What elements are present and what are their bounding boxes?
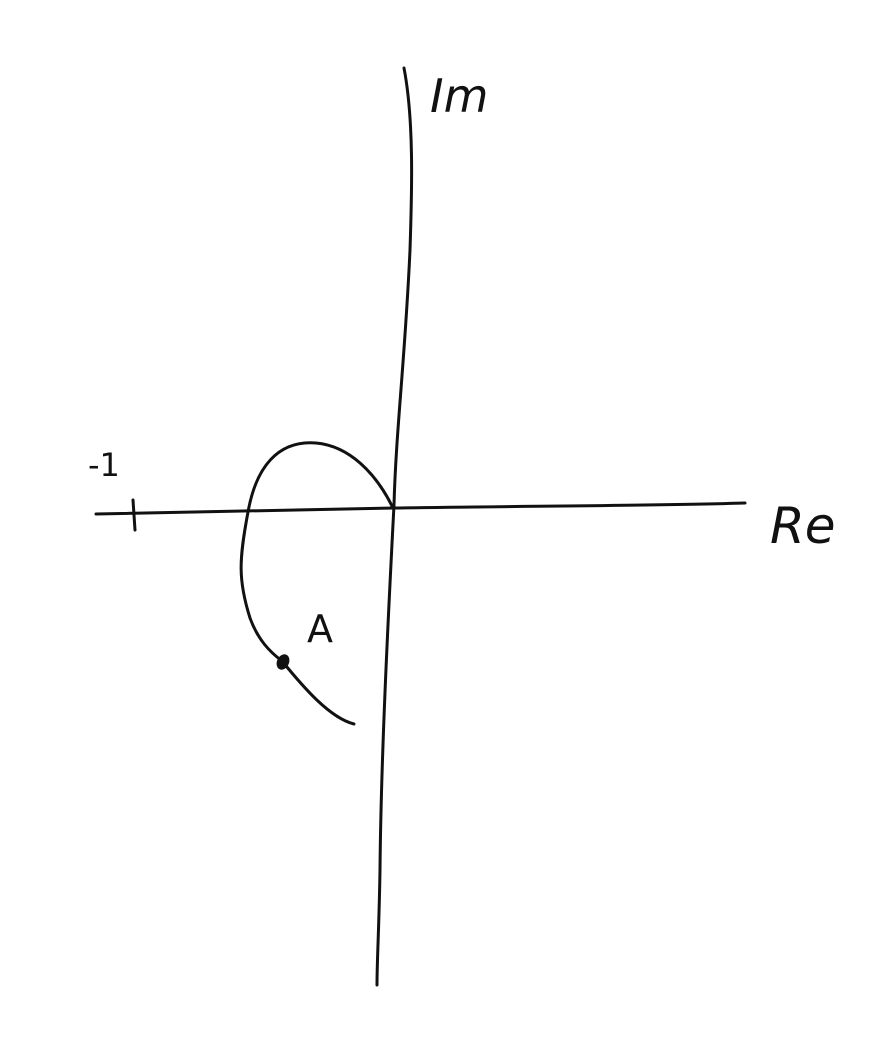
imaginary-axis <box>375 66 414 987</box>
tick-minus-one-label: -1 <box>88 446 120 484</box>
point-a-label: A <box>307 607 333 651</box>
point-a-marker <box>276 654 290 670</box>
imag-axis-label: Im <box>430 69 488 123</box>
real-axis-label: Re <box>770 497 836 555</box>
nyquist-curve <box>239 441 394 726</box>
tick-minus-one <box>131 498 137 532</box>
real-axis <box>94 501 747 516</box>
